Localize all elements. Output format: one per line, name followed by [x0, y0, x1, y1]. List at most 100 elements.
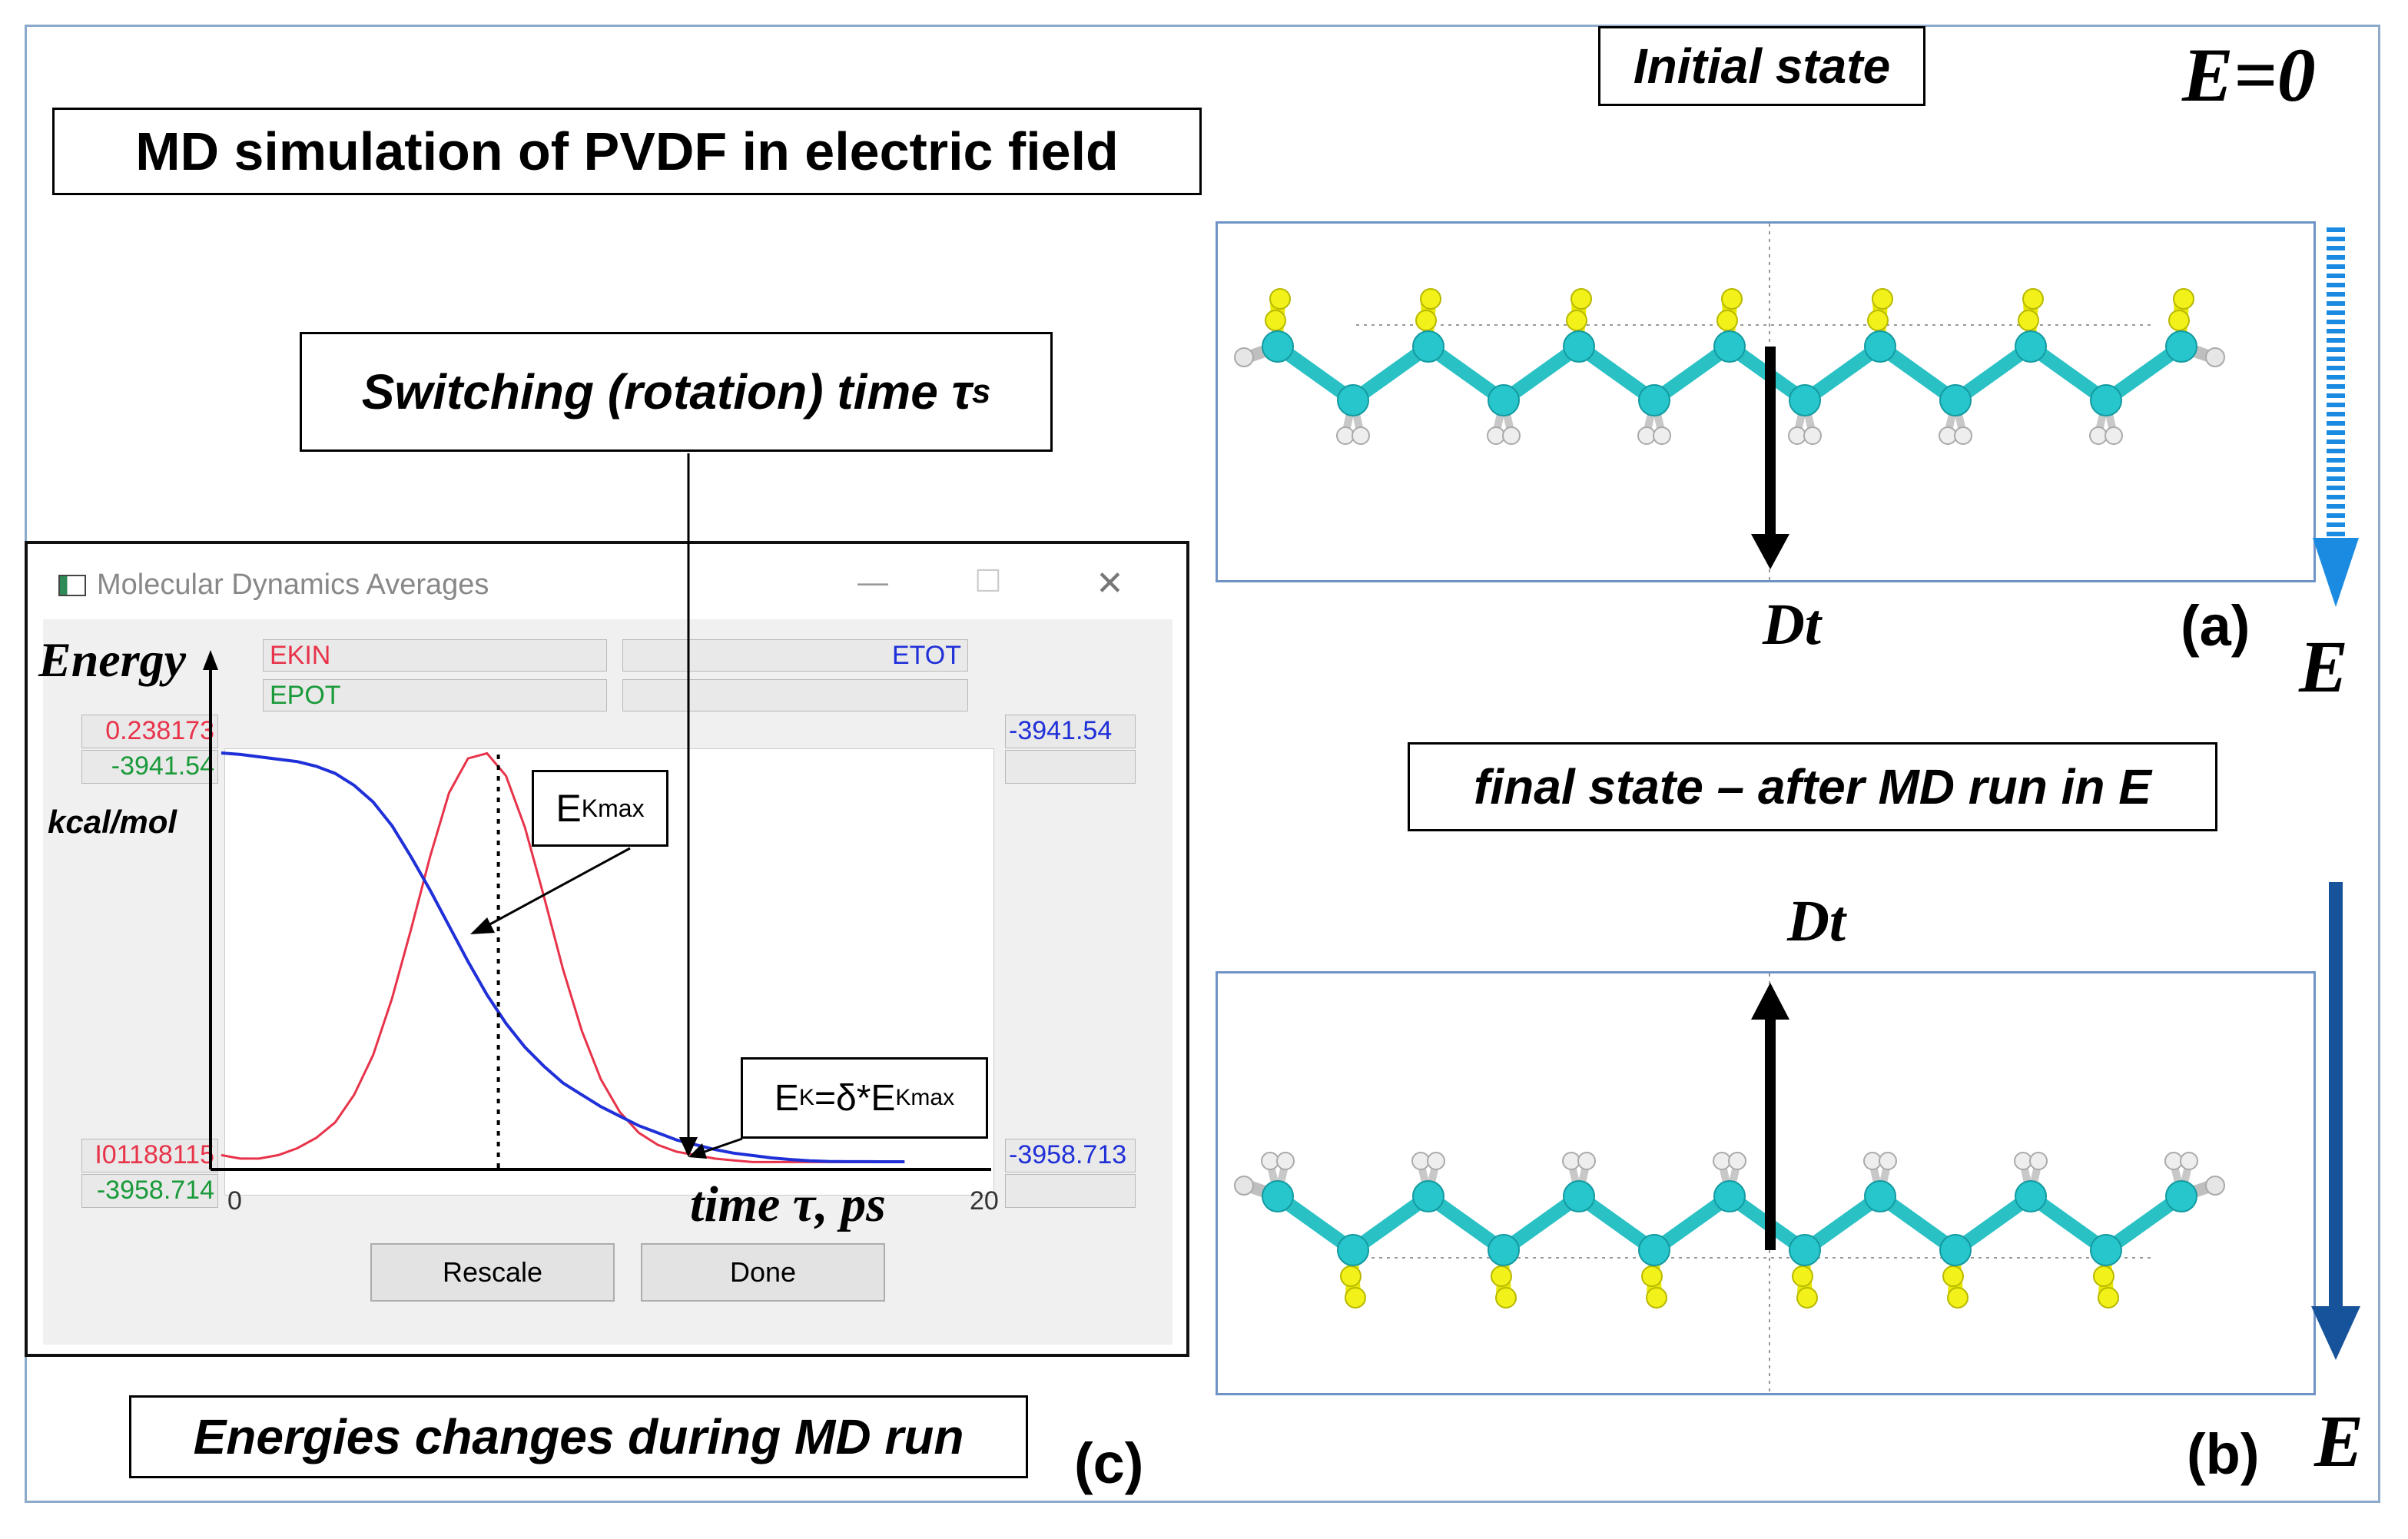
blank-field — [622, 679, 968, 711]
dipole-arrowhead-b — [1751, 983, 1789, 1020]
minimize-icon[interactable]: — — [857, 566, 888, 599]
carbon-atom — [1789, 1234, 1821, 1266]
fluorine-atom — [1947, 1287, 1969, 1308]
hydrogen-atom — [2089, 426, 2108, 445]
carbon-atom — [1262, 330, 1294, 363]
panel-a-label: (a) — [2181, 594, 2250, 658]
hydrogen-atom — [1336, 426, 1355, 445]
dotted-arrow-dash — [2327, 393, 2345, 398]
hydrogen-atom — [1939, 426, 1957, 445]
hydrogen-atom — [1352, 426, 1370, 445]
dotted-arrow-dash — [2327, 513, 2345, 518]
dipole-arrow-b — [1765, 1012, 1776, 1250]
fluorine-atom — [1340, 1265, 1362, 1287]
window-titlebar[interactable]: Molecular Dynamics Averages — ☐ ✕ — [43, 555, 1172, 619]
x-end-label: 20 — [970, 1186, 999, 1216]
done-button-label: Done — [729, 1256, 797, 1288]
carbon-atom — [1638, 1234, 1670, 1266]
dotted-arrow-dash — [2327, 439, 2345, 444]
fluorine-atom — [1491, 1265, 1512, 1287]
epot-field: EPOT — [263, 679, 607, 711]
dotted-arrow-dash — [2327, 504, 2345, 509]
done-button[interactable]: Done — [641, 1243, 885, 1302]
dotted-arrow-dash — [2327, 347, 2345, 352]
switching-time-subscript: s — [971, 373, 991, 410]
right-top-value: -3941.54 — [1009, 716, 1113, 745]
hydrogen-atom — [1577, 1152, 1596, 1170]
hydrogen-atom — [1276, 1152, 1295, 1170]
dotted-arrow-dash — [2327, 476, 2345, 481]
app-icon — [58, 575, 86, 596]
hydrogen-atom — [2029, 1152, 2048, 1170]
ek-formula-a: E — [774, 1077, 799, 1119]
fluorine-atom — [1495, 1287, 1517, 1308]
etot-field: ETOT — [622, 639, 968, 672]
molecule-b-svg — [1234, 973, 2225, 1393]
dipole-a-label: Dt — [1763, 592, 1821, 657]
final-state-label: final state – after MD run in E — [1408, 742, 2217, 831]
panel-b-label: (b) — [2187, 1422, 2260, 1486]
fluorine-atom — [2168, 310, 2190, 331]
fluorine-atom — [1942, 1265, 1964, 1287]
left-bottom-red-value: I01188115 — [95, 1140, 214, 1169]
energies-text: Energies changes during MD run — [193, 1409, 964, 1464]
switching-time-text: Switching (rotation) time τ — [361, 364, 972, 420]
dotted-arrow-dash — [2327, 449, 2345, 453]
ek-formula-sub2: Kmax — [895, 1085, 955, 1110]
hydrogen-atom — [2180, 1152, 2198, 1170]
dipole-arrowhead-a — [1751, 534, 1789, 569]
md-window: Molecular Dynamics Averages — ☐ ✕ EKIN E… — [25, 541, 1189, 1357]
hydrogen-atom — [1713, 1152, 1731, 1170]
window-body: EKIN ETOT EPOT 0.238173 -3941.54 I011881… — [43, 619, 1172, 1345]
carbon-atom — [1563, 1180, 1595, 1212]
fluorine-atom — [1265, 310, 1286, 331]
carbon-atom — [1864, 330, 1896, 363]
close-icon[interactable]: ✕ — [1096, 565, 1124, 602]
carbon-atom — [1939, 384, 1972, 416]
carbon-atom — [1713, 1180, 1746, 1212]
fluorine-atom — [2173, 288, 2194, 310]
panel-c-label: (c) — [1074, 1431, 1144, 1495]
panel-a-molecule — [1216, 221, 2316, 582]
etot-label: ETOT — [891, 641, 961, 670]
hydrogen-atom — [1879, 1152, 1897, 1170]
left-bottom-green-value: -3958.714 — [96, 1176, 214, 1205]
fluorine-atom — [1872, 288, 1893, 310]
carbon-atom — [1337, 1234, 1369, 1266]
left-top-green-field: -3941.54 — [81, 750, 218, 784]
carbon-atom — [1412, 1180, 1444, 1212]
dotted-arrow-dash — [2327, 329, 2345, 333]
initial-state-text: Initial state — [1633, 38, 1891, 94]
rescale-button[interactable]: Rescale — [370, 1243, 615, 1302]
hydrogen-atom — [1261, 1152, 1279, 1170]
hydrogen-atom — [1863, 1152, 1882, 1170]
fluorine-atom — [1867, 310, 1889, 331]
hydrogen-atom — [2164, 1152, 2183, 1170]
dotted-arrow-dash — [2327, 274, 2345, 278]
left-top-red-field: 0.238173 — [81, 715, 218, 748]
hydrogen-atom — [1954, 426, 1972, 445]
maximize-icon[interactable]: ☐ — [974, 565, 1002, 599]
main-title: MD simulation of PVDF in electric field — [52, 108, 1202, 195]
left-bottom-green-field: -3958.714 — [81, 1174, 218, 1208]
hydrogen-atom — [1234, 1176, 1254, 1196]
dotted-arrow-dash — [2327, 338, 2345, 343]
carbon-atom — [1939, 1234, 1972, 1266]
hydrogen-atom — [1234, 347, 1254, 367]
fluorine-atom — [1571, 288, 1592, 310]
dotted-arrow-dash — [2327, 532, 2345, 536]
dotted-arrow-dash — [2327, 246, 2345, 250]
initial-state-label: Initial state — [1598, 26, 1925, 106]
hydrogen-atom — [2205, 1176, 2225, 1196]
carbon-atom — [1262, 1180, 1294, 1212]
hydrogen-atom — [1427, 1152, 1445, 1170]
carbon-atom — [1337, 384, 1369, 416]
dotted-arrow-dash — [2327, 264, 2345, 269]
dotted-arrow-dash — [2327, 320, 2345, 324]
left-top-red-value: 0.238173 — [105, 716, 214, 745]
fluorine-atom — [2093, 1265, 2114, 1287]
